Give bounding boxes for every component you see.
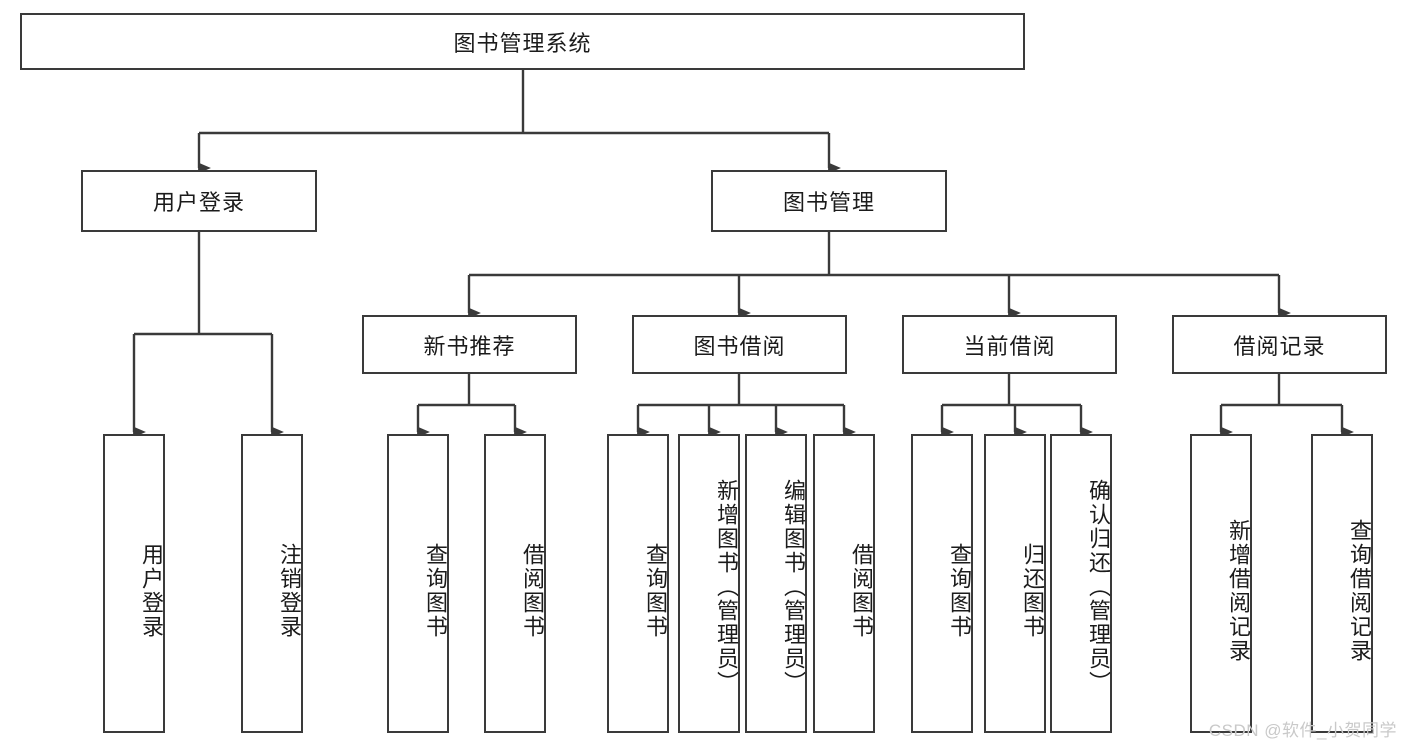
node-leaf-confirm-return[interactable]: 确认归还（管理员）: [1050, 434, 1112, 733]
node-root-title[interactable]: 图书管理系统: [20, 13, 1025, 70]
node-leaf-add-record[interactable]: 新增借阅记录: [1190, 434, 1252, 733]
node-leaf-query-book-2[interactable]: 查询图书: [607, 434, 669, 733]
csdn-watermark: CSDN @软件_小贺同学: [1208, 721, 1397, 740]
node-leaf-edit-book[interactable]: 编辑图书（管理员）: [745, 434, 807, 733]
node-leaf-logout[interactable]: 注销登录: [241, 434, 303, 733]
node-borrow-record[interactable]: 借阅记录: [1172, 315, 1387, 374]
node-leaf-borrow-book-2[interactable]: 借阅图书: [813, 434, 875, 733]
node-leaf-user-login[interactable]: 用户登录: [103, 434, 165, 733]
node-book-management[interactable]: 图书管理: [711, 170, 947, 232]
node-leaf-query-record[interactable]: 查询借阅记录: [1311, 434, 1373, 733]
node-user-login[interactable]: 用户登录: [81, 170, 317, 232]
node-leaf-query-book-1[interactable]: 查询图书: [387, 434, 449, 733]
node-leaf-query-book-3[interactable]: 查询图书: [911, 434, 973, 733]
node-leaf-borrow-book-1[interactable]: 借阅图书: [484, 434, 546, 733]
node-new-book-recommend[interactable]: 新书推荐: [362, 315, 577, 374]
node-leaf-return-book[interactable]: 归还图书: [984, 434, 1046, 733]
node-book-borrow[interactable]: 图书借阅: [632, 315, 847, 374]
node-current-borrow[interactable]: 当前借阅: [902, 315, 1117, 374]
node-leaf-add-book[interactable]: 新增图书（管理员）: [678, 434, 740, 733]
